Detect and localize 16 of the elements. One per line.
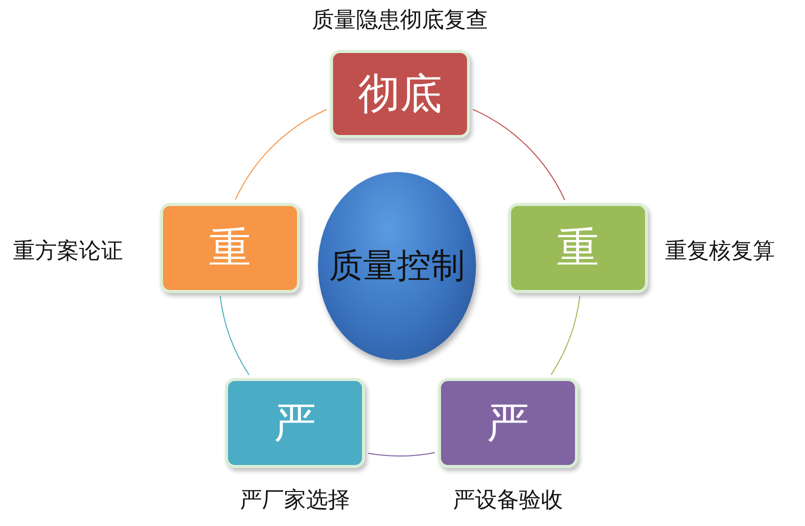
box-label: 严 (487, 400, 529, 449)
node-label: 重方案论证 (13, 237, 123, 265)
node-label: 严厂家选择 (240, 486, 350, 514)
connector-arc (234, 109, 328, 200)
box-label: 严 (274, 400, 316, 449)
connector-arc (368, 452, 436, 456)
connector-arc (472, 108, 566, 200)
box-label: 重 (557, 225, 599, 274)
node-label: 质量隐患彻底复查 (312, 6, 488, 34)
center-label: 质量控制 (329, 247, 465, 287)
connector-arc (220, 296, 250, 376)
node-label: 重复核复算 (665, 237, 775, 265)
connector-arc (550, 296, 580, 376)
node-label: 严设备验收 (453, 486, 563, 514)
box-label: 重 (209, 225, 251, 274)
box-label: 彻底 (358, 71, 442, 120)
